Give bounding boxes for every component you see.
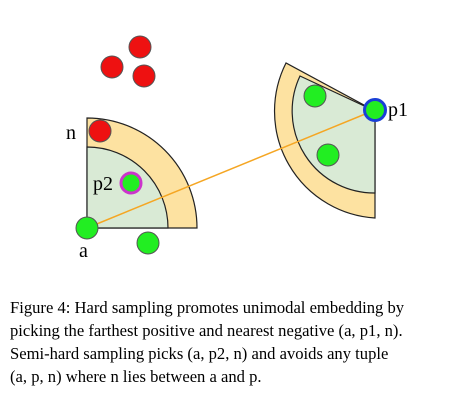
anchor-point-a <box>75 216 99 240</box>
right-sector-group <box>273 62 376 219</box>
figure-caption: Figure 4: Hard sampling promotes unimoda… <box>10 296 466 388</box>
caption-line-4: (a, p, n) where n lies between a and p. <box>10 367 262 386</box>
label-p1: p1 <box>388 99 408 121</box>
positive-point-left-ring <box>136 231 160 255</box>
caption-line-3: Semi-hard sampling picks (a, p2, n) and … <box>10 344 389 363</box>
positive-point-p1 <box>363 98 387 122</box>
positive-point-right-top <box>303 84 327 108</box>
embedding-figure: n p2 a p1 <box>66 35 408 262</box>
negative-point-right <box>132 64 156 88</box>
positive-point-right-bottom <box>316 143 340 167</box>
negative-point-left <box>100 55 124 79</box>
negative-point-top <box>128 35 152 59</box>
caption-line-1: Figure 4: Hard sampling promotes unimoda… <box>10 298 405 317</box>
anchor-to-p1-line <box>86 109 376 229</box>
positive-point-p2 <box>119 171 143 195</box>
label-a: a <box>79 240 88 262</box>
caption-line-2: picking the farthest positive and neares… <box>10 321 403 340</box>
label-p2: p2 <box>93 173 113 195</box>
label-n: n <box>66 122 76 144</box>
negative-point-n <box>88 119 112 143</box>
